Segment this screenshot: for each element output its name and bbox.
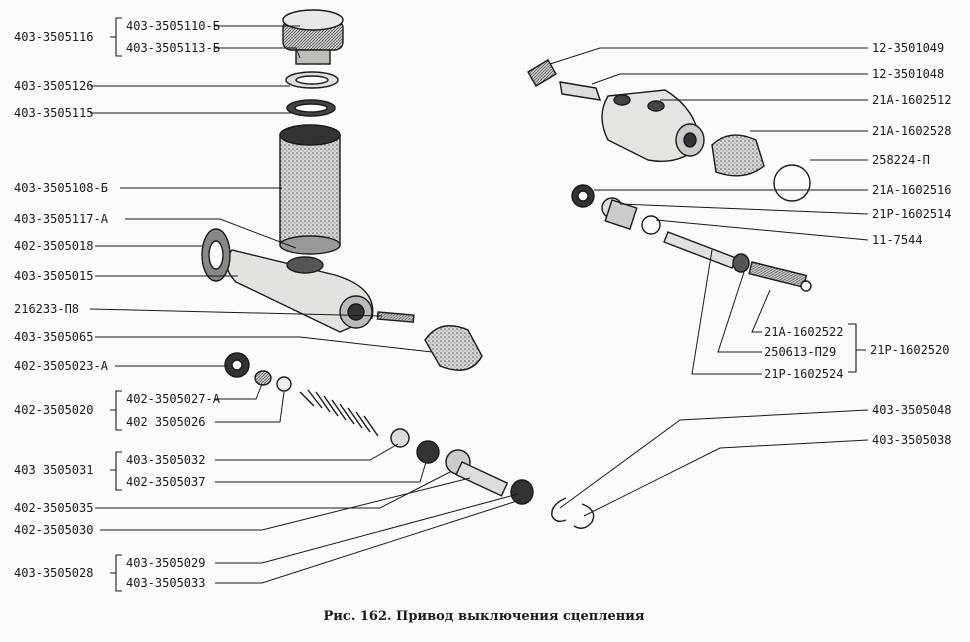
label-r8: 11-7544 <box>872 233 923 247</box>
label-r10: 250613-П29 <box>764 345 836 359</box>
slave-o-ring <box>641 215 661 235</box>
master-cylinder-assembly <box>201 9 595 529</box>
flange-gasket-hole <box>208 240 224 270</box>
lock-ring <box>551 497 567 523</box>
spring-cup <box>390 428 410 448</box>
snap-ring <box>573 503 595 529</box>
bleeder-cap <box>527 59 557 87</box>
label-r1: 12-3501049 <box>872 41 944 55</box>
label-r5: 258224-П <box>872 153 930 167</box>
left-labels: 403-3505116 403-3505110-Б 403-3505113-Б … <box>14 19 221 590</box>
return-spring <box>299 389 379 437</box>
seal-ring-inner <box>295 75 329 85</box>
spring-clip <box>773 164 811 202</box>
piston <box>445 449 509 497</box>
slave-ring-inner <box>577 190 589 202</box>
right-brackets <box>848 323 866 373</box>
dust-boot <box>424 325 483 371</box>
label-l5: 403-3505115 <box>14 106 93 120</box>
label-l22: 403-3505029 <box>126 556 205 570</box>
push-pin <box>376 311 415 323</box>
label-l1: 403-3505116 <box>14 30 93 44</box>
label-l3: 403-3505113-Б <box>126 41 220 55</box>
label-l19: 402-3505035 <box>14 501 93 515</box>
small-washer <box>276 376 292 392</box>
label-r3: 21А-1602512 <box>872 93 951 107</box>
slave-cylinder-assembly <box>527 59 812 292</box>
label-l2: 403-3505110-Б <box>126 19 220 33</box>
reservoir-body <box>279 124 341 255</box>
slave-boot <box>711 134 765 177</box>
right-leader-lines <box>549 47 869 517</box>
label-l17: 403-3505032 <box>126 453 205 467</box>
label-l4: 403-3505126 <box>14 79 93 93</box>
label-r9: 21А-1602522 <box>764 325 843 339</box>
label-l14: 402-3505027-А <box>126 392 221 406</box>
label-l21: 403-3505028 <box>14 566 93 580</box>
slave-piston <box>601 197 638 230</box>
left-brackets <box>110 17 122 592</box>
label-l6: 403-3505108-Б <box>14 181 108 195</box>
label-r2: 12-3501048 <box>872 67 944 81</box>
label-l13: 402-3505020 <box>14 403 93 417</box>
label-l18: 402-3505037 <box>126 475 205 489</box>
slave-cylinder-body <box>601 89 705 163</box>
pushrod <box>663 231 812 292</box>
bleeder-valve <box>559 81 602 101</box>
label-r6: 21А-1602516 <box>872 183 951 197</box>
figure-caption: Рис. 162. Привод выключения сцепления <box>323 609 644 624</box>
primary-cup <box>416 440 440 464</box>
label-l9: 403-3505015 <box>14 269 93 283</box>
label-l20: 402-3505030 <box>14 523 93 537</box>
gasket-ring-inner <box>294 103 328 113</box>
label-l15: 402 3505026 <box>126 415 205 429</box>
label-r7: 21Р-1602514 <box>872 207 951 221</box>
reservoir-cap <box>282 9 344 65</box>
label-r14: 403-3505038 <box>872 433 951 447</box>
label-r12: 21Р-1602524 <box>764 367 843 381</box>
label-l7: 403-3505117-А <box>14 212 109 226</box>
valve-ring-inner <box>231 359 243 371</box>
label-l11: 403-3505065 <box>14 330 93 344</box>
right-labels: 12-3501049 12-3501048 21А-1602512 21А-16… <box>764 41 951 447</box>
label-l23: 403-3505033 <box>126 576 205 590</box>
label-l12: 402-3505023-А <box>14 359 109 373</box>
label-r13: 403-3505048 <box>872 403 951 417</box>
cylinder-housing <box>226 249 374 333</box>
secondary-cup <box>510 479 534 505</box>
left-leader-lines <box>89 25 521 584</box>
label-l16: 403 3505031 <box>14 463 93 477</box>
label-r4: 21А-1602528 <box>872 124 951 138</box>
label-l10: 216233-П8 <box>14 302 79 316</box>
label-l8: 402-3505018 <box>14 239 93 253</box>
label-r11: 21Р-1602520 <box>870 343 949 357</box>
small-spring <box>254 370 272 386</box>
